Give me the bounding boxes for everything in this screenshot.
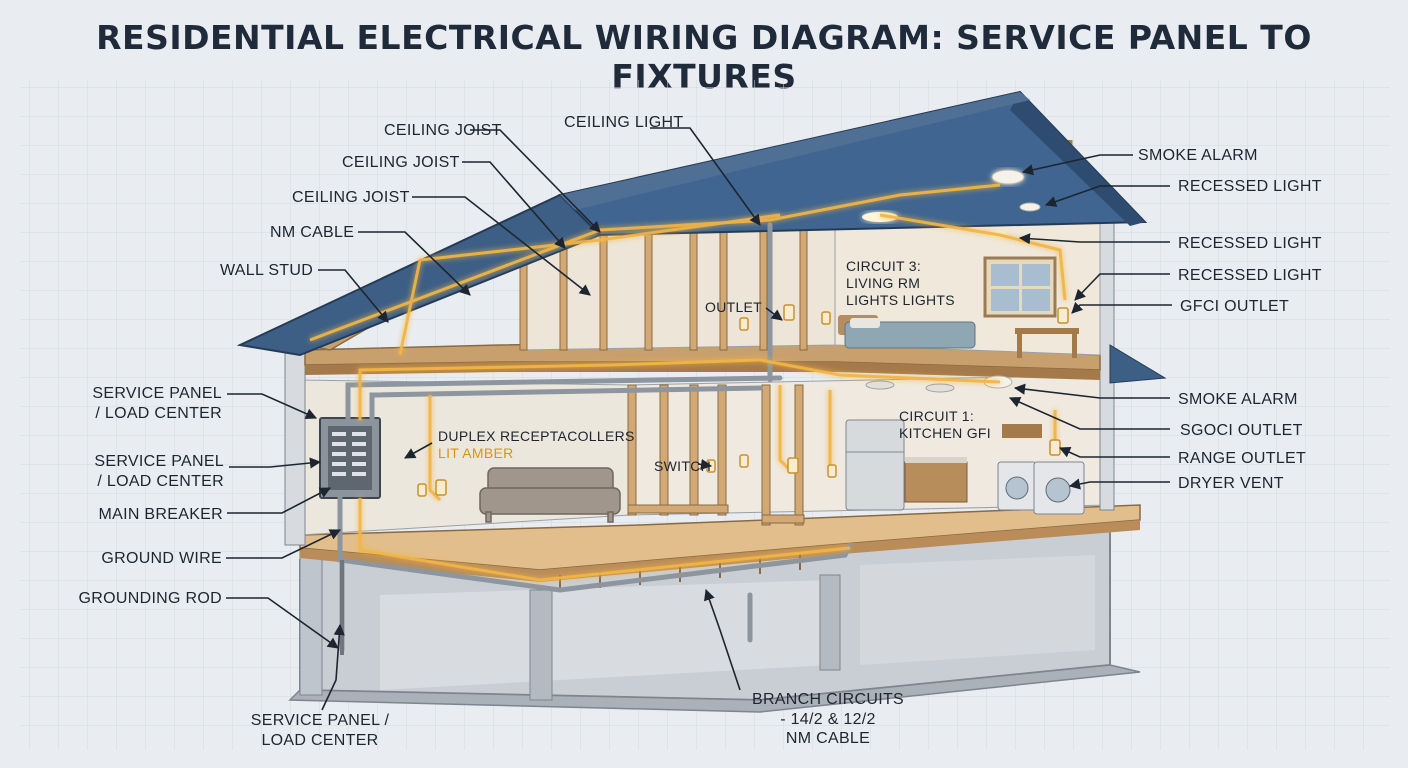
label-gfci-outlet: GFCI OUTLET <box>1180 298 1290 315</box>
label-grounding-rod: GROUNDING ROD <box>78 590 222 607</box>
label-branch-line-2: - 14/2 & 12/2 <box>780 710 876 728</box>
kitchen <box>845 419 1085 515</box>
label-circuit-3-line-3: LIGHTS LIGHTS <box>846 292 955 309</box>
label-duplex-line-2: LIT AMBER <box>438 445 514 462</box>
label-circuit-1: CIRCUIT 1: KITCHEN GFI <box>899 408 991 442</box>
wall-studs <box>627 384 805 526</box>
side-table <box>1015 328 1079 358</box>
label-smoke-alarm-top: SMOKE ALARM <box>1138 147 1258 164</box>
label-branch-circuits: BRANCH CIRCUITS - 14/2 & 12/2 NM CABLE <box>728 690 928 749</box>
label-service-panel-bottom: SERVICE PANEL / LOAD CENTER <box>240 711 400 750</box>
label-wall-stud: WALL STUD <box>220 262 314 279</box>
label-branch-line-3: NM CABLE <box>785 730 871 748</box>
page-title: RESIDENTIAL ELECTRICAL WIRING DIAGRAM: S… <box>96 18 1312 96</box>
label-circuit-1-line-1: CIRCUIT 1: <box>899 408 975 424</box>
label-range-outlet: RANGE OUTLET <box>1178 450 1307 467</box>
label-ceiling-joist-1: CEILING JOIST <box>384 122 502 139</box>
label-duplex-line-1: DUPLEX RECEPTACOLLERS <box>438 428 635 444</box>
label-duplex-receptacles: DUPLEX RECEPTACOLLERS LIT AMBER <box>438 428 635 462</box>
electrical-wires <box>309 183 1067 582</box>
upper-floor-studs <box>519 217 808 351</box>
label-nm-cable: NM CABLE <box>270 224 355 241</box>
service-panel-box <box>319 417 381 499</box>
label-service-panel-1-line-2: / LOAD CENTER <box>95 404 222 422</box>
label-smoke-alarm-bottom: SMOKE ALARM <box>1178 391 1298 408</box>
label-service-panel-bottom-line-2: LOAD CENTER <box>261 731 379 749</box>
label-ceiling-joist-3: CEILING JOIST <box>292 189 410 206</box>
label-ceiling-joist-2: CEILING JOIST <box>342 154 460 171</box>
label-ceiling-light: CEILING LIGHT <box>564 114 684 131</box>
bed <box>838 315 976 349</box>
roof <box>236 90 1167 384</box>
label-circuit-1-line-2: KITCHEN GFI <box>899 425 991 442</box>
label-switch: SWITCH <box>654 458 712 474</box>
label-service-panel-2-line-1: SERVICE PANEL <box>94 453 224 470</box>
label-dryer-vent: DRYER VENT <box>1178 475 1284 492</box>
label-circuit-3-line-2: LIVING RM <box>846 275 921 292</box>
leader-lines <box>226 127 1172 711</box>
label-recessed-light-2: RECESSED LIGHT <box>1178 235 1322 252</box>
label-outlet: OUTLET <box>705 299 763 315</box>
label-service-panel-1: SERVICE PANEL / LOAD CENTER <box>90 384 222 423</box>
couch <box>479 467 621 523</box>
label-sgoci-outlet: SGOCI OUTLET <box>1180 422 1303 439</box>
label-service-panel-2-line-2: / LOAD CENTER <box>97 472 224 490</box>
foundation <box>288 528 1141 713</box>
label-service-panel-1-line-1: SERVICE PANEL <box>92 385 222 402</box>
label-circuit-3: CIRCUIT 3: LIVING RM LIGHTS LIGHTS <box>846 258 955 309</box>
label-circuit-3-line-1: CIRCUIT 3: <box>846 258 922 274</box>
label-branch-line-1: BRANCH CIRCUITS <box>751 691 905 708</box>
label-service-panel-2: SERVICE PANEL / LOAD CENTER <box>90 452 224 491</box>
window <box>983 256 1057 318</box>
label-ground-wire: GROUND WIRE <box>101 550 222 567</box>
label-recessed-light-1: RECESSED LIGHT <box>1178 178 1322 195</box>
label-service-panel-bottom-line-1: SERVICE PANEL / <box>250 712 390 729</box>
label-main-breaker: MAIN BREAKER <box>98 506 223 523</box>
label-recessed-light-3: RECESSED LIGHT <box>1178 267 1322 284</box>
